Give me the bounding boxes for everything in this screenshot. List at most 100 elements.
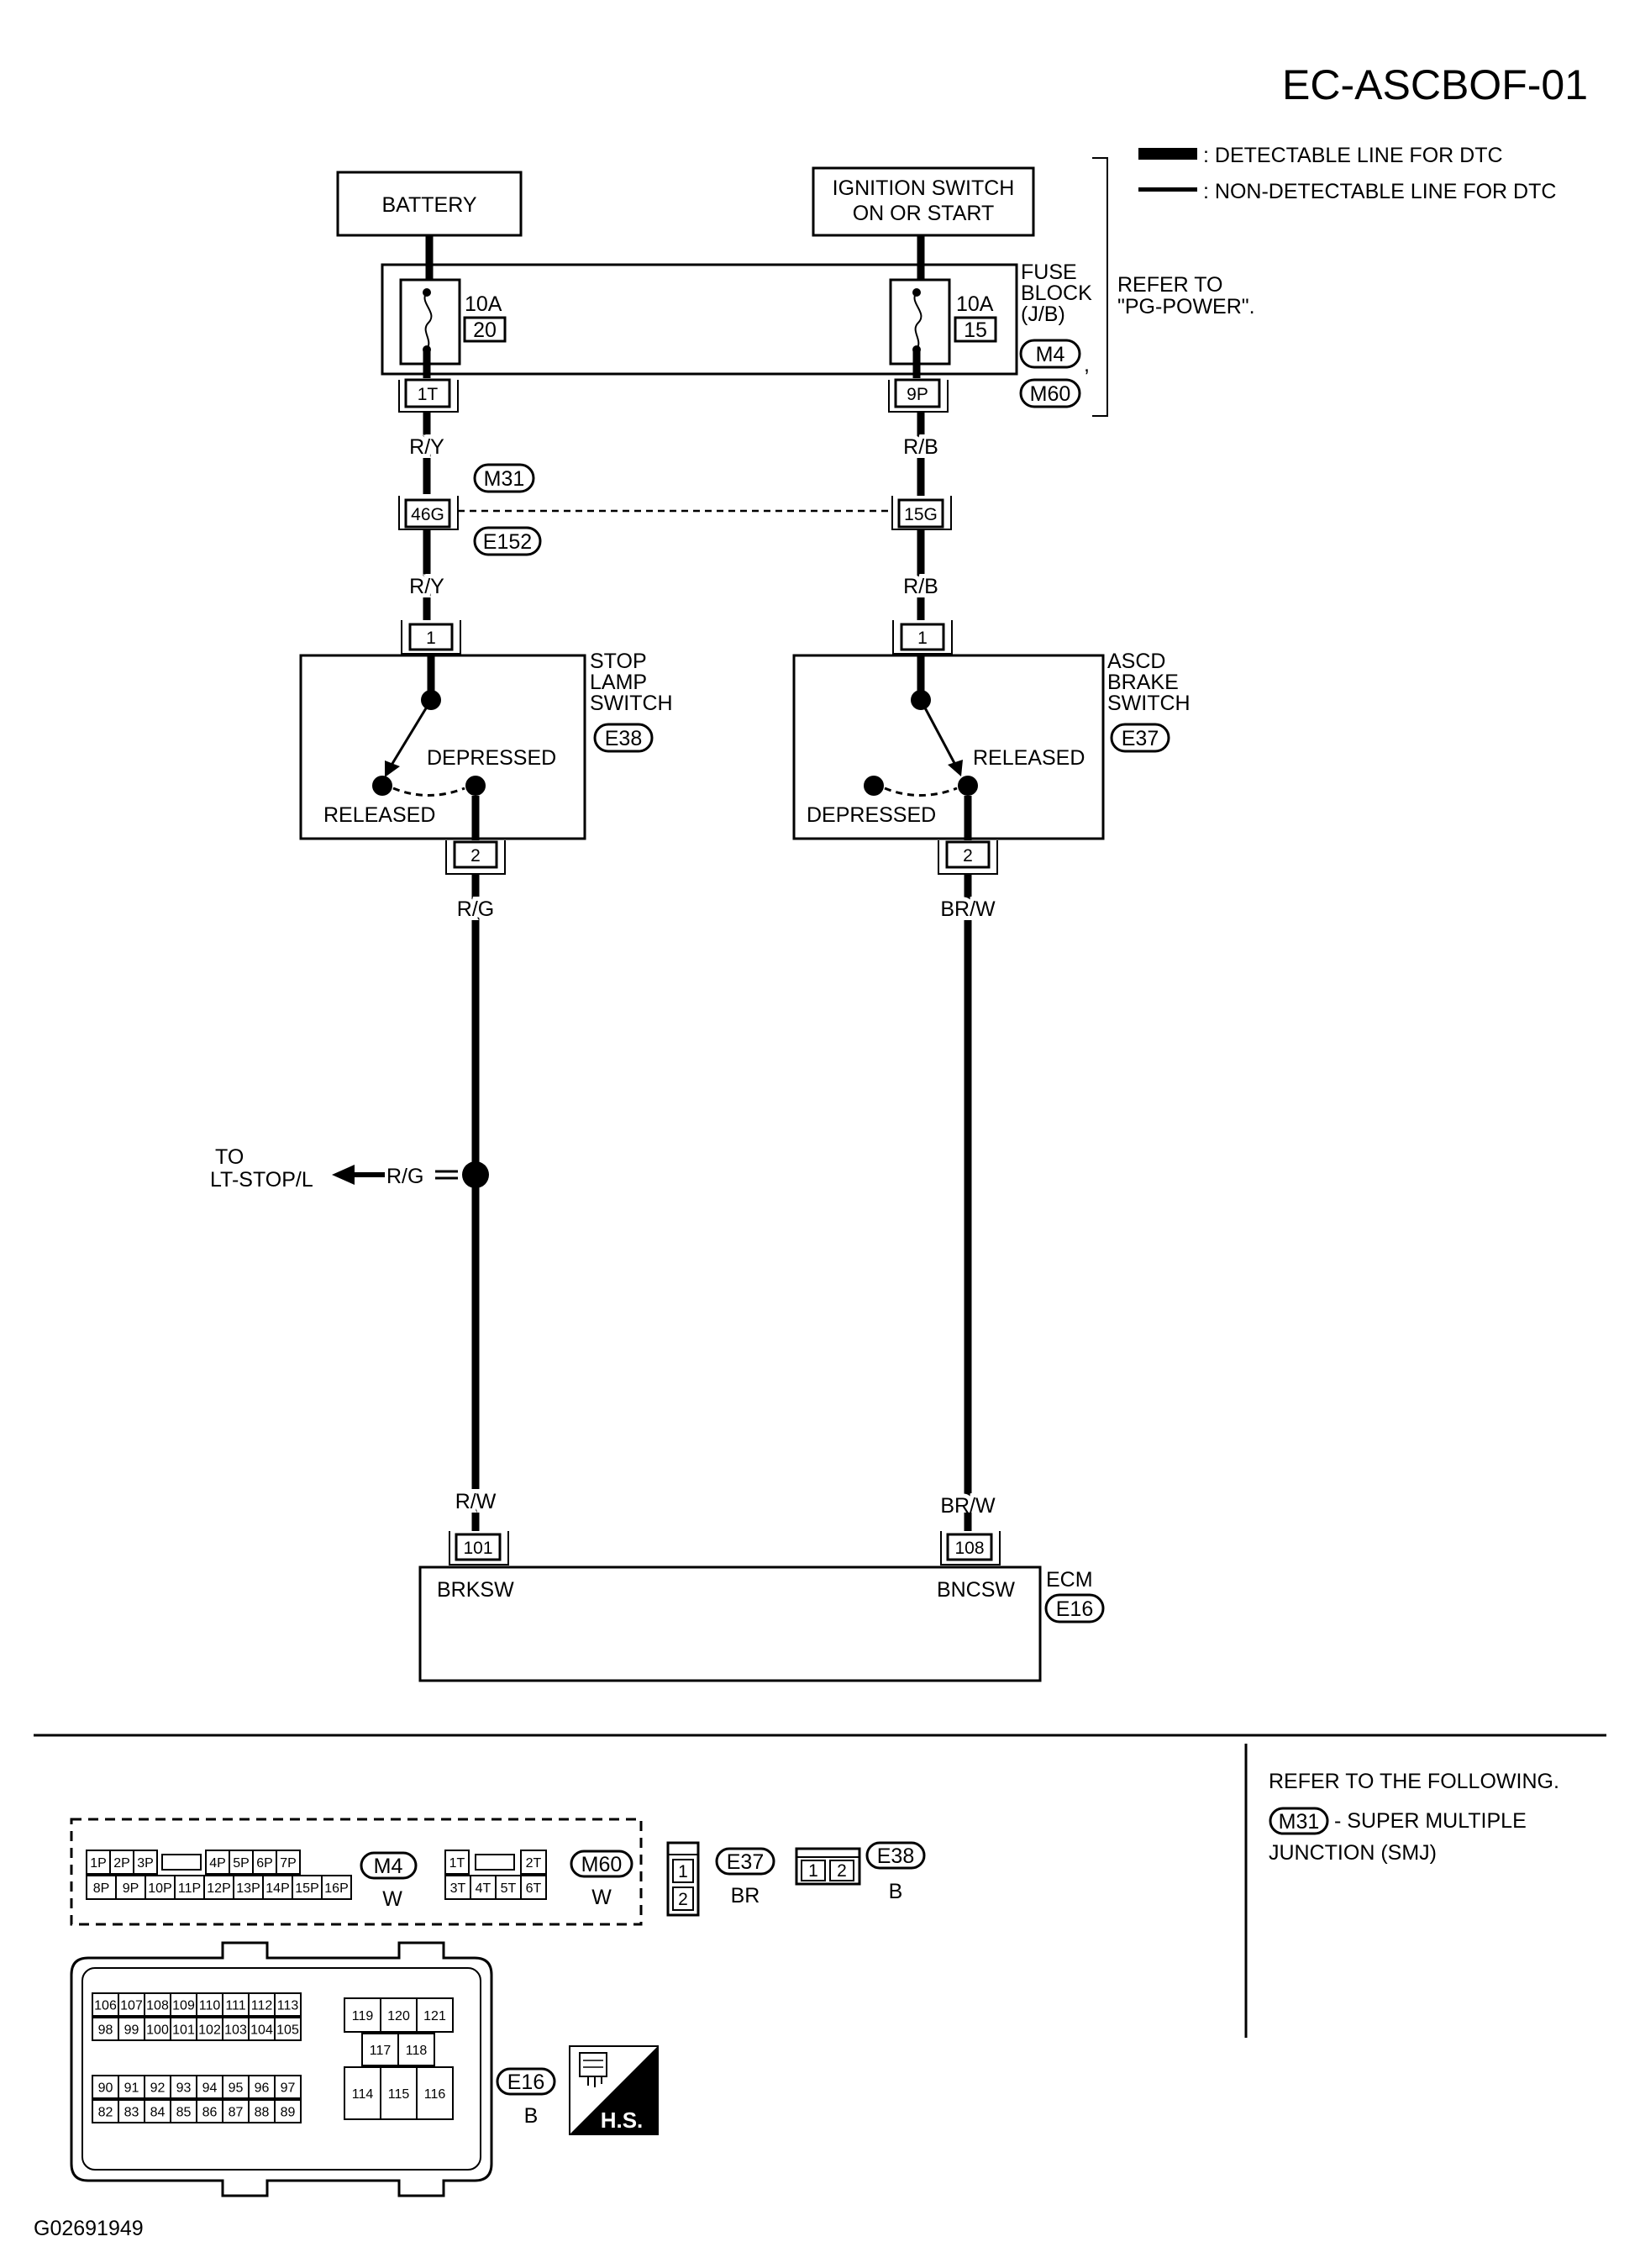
e16-pin-116: 116 [424, 2087, 446, 2102]
fuse-15: 10A 15 [889, 278, 997, 366]
view-tag-m4 [360, 1851, 418, 1880]
e16-pin-93: 93 [176, 2081, 192, 2096]
e16-pin-89-cell [274, 2099, 302, 2123]
m4-pin-6P-cell [252, 1850, 277, 1875]
e16-pin-102: 102 [198, 2023, 221, 2038]
e16-pin-82: 82 [98, 2106, 113, 2120]
e16-pin-119-cell [344, 1997, 381, 2033]
e16-pin-105-cell [274, 2017, 302, 2041]
m60-pin-4T-cell [470, 1875, 497, 1900]
m4-pin-13P: 13P [236, 1881, 260, 1896]
ignition-switch-label-1: IGNITION SWITCH [833, 176, 1015, 200]
m60-pin-2T: 2T [526, 1856, 542, 1871]
refer-following-line3: JUNCTION (SMJ) [1269, 1841, 1437, 1865]
view-color-e38: B [889, 1880, 903, 1903]
detectable-line-swatch [1138, 148, 1197, 160]
ecm-pin-brksw: BRKSW [437, 1578, 514, 1602]
connector-hand-icon [579, 2052, 607, 2087]
refer-bracket [1092, 157, 1108, 417]
e16-pin-111: 111 [225, 1999, 245, 2013]
m60-pin-5T: 5T [501, 1881, 517, 1896]
connector-tag-e16 [1044, 1593, 1105, 1623]
ascd-depressed: DEPRESSED [807, 803, 936, 827]
wire-label-rw: R/W [455, 1490, 497, 1513]
wire-label-ry-2: R/Y [409, 575, 444, 598]
ecm: 101 108 BRKSW BNCSW ECM E16 [418, 1513, 1105, 1682]
m4-pin-10P-cell [145, 1875, 176, 1900]
m4-pin-6P: 6P [256, 1856, 273, 1871]
e16-pin-112: 112 [251, 1999, 273, 2013]
terminal-1T: 1T [418, 385, 439, 404]
e16-pin-93-cell [170, 2075, 197, 2099]
e16-pin-116-cell [416, 2066, 454, 2120]
m4-pin-8P: 8P [93, 1881, 110, 1896]
e16-pin-88: 88 [255, 2106, 270, 2120]
ascd-brake-switch: RELEASED DEPRESSED ASCD BRAKE SWITCH E37… [792, 650, 1191, 875]
terminal-ascd-2: 2 [963, 846, 973, 866]
refer-to-line2: "PG-POWER". [1117, 295, 1255, 318]
ignition-switch-box [812, 166, 1035, 237]
e16-pin-95: 95 [229, 2081, 244, 2096]
e16-pin-104: 104 [250, 2023, 273, 2038]
view-tag-e38-text: E38 [877, 1844, 914, 1868]
ecm-box [418, 1565, 1042, 1682]
wire-label-rg-2: R/G [386, 1165, 423, 1188]
e16-pin-106: 106 [94, 1999, 117, 2013]
m4-pin-12P-cell [203, 1875, 234, 1900]
m60-pin-2T-cell [520, 1850, 547, 1875]
m4-pin-12P: 12P [207, 1881, 230, 1896]
e16-pin-83: 83 [124, 2106, 139, 2120]
e16-pin-114-cell [344, 2066, 381, 2120]
terminal-stop-lamp-2: 2 [470, 846, 481, 866]
wire-label-ry-1: R/Y [409, 435, 444, 459]
e16-pin-89: 89 [281, 2106, 296, 2120]
e38-pin-2: 2 [837, 1861, 847, 1881]
e16-pin-118-cell [397, 2033, 435, 2066]
terminal-46G: 46G [411, 505, 444, 524]
m4-pin-7P: 7P [280, 1856, 297, 1871]
e16-pin-96: 96 [255, 2081, 270, 2096]
connector-tag-m60-text: M60 [1030, 382, 1071, 406]
connector-tag-m60 [1019, 378, 1081, 408]
terminal-9P: 9P [907, 385, 928, 404]
connector-tag-m31 [473, 463, 535, 493]
connector-tag-m4 [1019, 339, 1081, 369]
m4-pin-1P: 1P [90, 1856, 107, 1871]
e16-pin-119: 119 [352, 2009, 374, 2023]
fuse-block-label-3: (J/B) [1021, 303, 1065, 326]
m60-pin-6T-cell [520, 1875, 547, 1900]
e16-pin-109-cell [170, 1992, 197, 2017]
e16-pin-121-cell [416, 1997, 454, 2033]
e16-pin-92: 92 [150, 2081, 166, 2096]
m4-pin-5P: 5P [233, 1856, 250, 1871]
e16-pin-84: 84 [150, 2106, 166, 2120]
e16-pin-115: 115 [388, 2087, 410, 2102]
stop-lamp-label-1: STOP [590, 650, 647, 673]
refer-to-line1: REFER TO [1117, 273, 1223, 297]
e16-pin-87: 87 [229, 2106, 244, 2120]
refer-following: REFER TO THE FOLLOWING. M31 - SUPER MULT… [1269, 1770, 1559, 1865]
e37-pin-2: 2 [678, 1890, 688, 1909]
e38-pin-1: 1 [808, 1861, 818, 1881]
view-tag-m4-text: M4 [374, 1855, 403, 1878]
connector-view-m4-m60 [70, 1818, 643, 1926]
e16-pin-91: 91 [124, 2081, 139, 2096]
e16-pin-82-cell [92, 2099, 119, 2123]
connector-tag-e152-text: E152 [483, 530, 532, 554]
m4-pin-14P: 14P [265, 1881, 289, 1896]
view-color-m4: W [382, 1887, 402, 1911]
e16-pin-115-cell [380, 2066, 418, 2120]
view-tag-e37-text: E37 [727, 1850, 764, 1874]
fuse-20-amp: 10A [465, 292, 502, 316]
connector-e38-face: 1 2 E38 B [795, 1841, 926, 1903]
m4-pin-2P: 2P [113, 1856, 130, 1871]
ascd-released: RELEASED [973, 746, 1085, 770]
view-color-m60: W [591, 1886, 612, 1909]
connector-tag-e37-text: E37 [1122, 727, 1159, 750]
view-color-e37: BR [731, 1884, 760, 1908]
terminal-108: 108 [954, 1539, 984, 1558]
splice-lt-stop: R/G TO LT-STOP/L [210, 1145, 489, 1192]
